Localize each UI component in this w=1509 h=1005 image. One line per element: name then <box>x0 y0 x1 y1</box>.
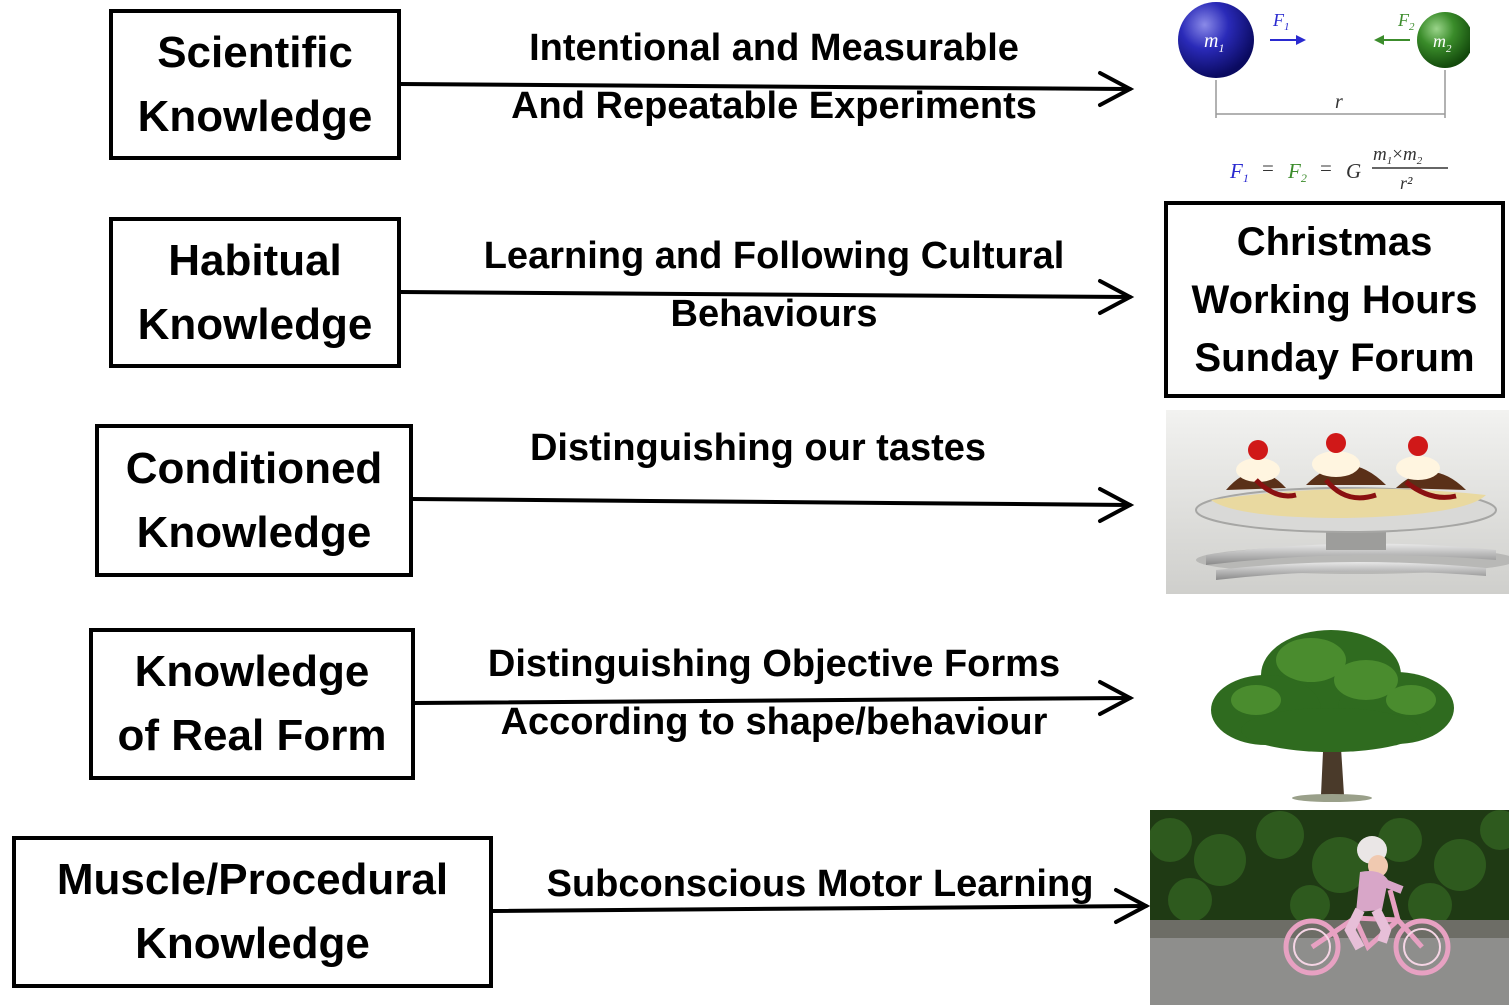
box-line: Knowledge <box>137 91 373 141</box>
label-habitual: Learning and Following Cultural Behaviou… <box>424 227 1124 343</box>
tree-image <box>1196 620 1468 802</box>
cultural-example-christmas: Christmas <box>1236 219 1433 264</box>
svg-text:G: G <box>1346 159 1361 183</box>
arrow-conditioned <box>410 497 1132 507</box>
svg-text:m1×m2: m1×m2 <box>1373 144 1423 167</box>
box-line: Knowledge <box>136 507 372 557</box>
svg-text:F2: F2 <box>1287 159 1307 185</box>
box-line: Muscle/Procedural <box>56 855 449 904</box>
svg-text:r²: r² <box>1400 173 1413 193</box>
label-line: Intentional and Measurable <box>529 27 1019 69</box>
box-muscle-procedural-knowledge: Muscle/Procedural Knowledge <box>12 836 493 988</box>
gravity-diagram: m1 m2 F1 F2 r F1 = F2 = G m1×m2 r² <box>1178 2 1470 193</box>
force-2-label: F2 <box>1397 10 1415 33</box>
banana-split-image <box>1166 410 1509 594</box>
arrowhead-real-form <box>1098 680 1135 716</box>
cultural-example-sunday-forum: Sunday Forum <box>1194 335 1475 380</box>
box-line: Scientific <box>157 27 353 77</box>
force-1-arrowhead <box>1296 35 1306 45</box>
arrowhead-conditioned <box>1098 487 1135 523</box>
box-line: Knowledge <box>134 647 370 696</box>
svg-text:=: = <box>1262 156 1274 180</box>
label-line: And Repeatable Experiments <box>511 85 1037 127</box>
distance-r-label: r <box>1335 91 1343 113</box>
label-scientific: Intentional and Measurable And Repeatabl… <box>424 19 1124 135</box>
cultural-example-working-hours: Working Hours <box>1191 277 1478 322</box>
label-line: Behaviours <box>670 293 878 335</box>
label-line: Subconscious Motor Learning <box>546 863 1094 905</box>
box-habitual-knowledge: Habitual Knowledge <box>109 217 401 368</box>
cultural-examples-box: Christmas Working Hours Sunday Forum <box>1164 201 1505 398</box>
arrow-habitual <box>398 290 1132 299</box>
label-line: Learning and Following Cultural <box>483 235 1065 277</box>
arrowhead-scientific <box>1098 71 1135 107</box>
mass-2-label: m2 <box>1433 31 1452 55</box>
mass-1-label: m1 <box>1204 30 1224 55</box>
box-line: Knowledge <box>137 299 373 349</box>
label-line: Distinguishing our tastes <box>529 427 987 469</box>
child-bicycle-image <box>1150 810 1509 1005</box>
force-2-arrowhead <box>1374 35 1384 45</box>
box-line: Conditioned <box>125 443 383 493</box>
svg-text:=: = <box>1320 156 1332 180</box>
gravity-formula: F1 = F2 = G m1×m2 r² <box>1229 144 1448 193</box>
mass-2-sphere <box>1417 12 1470 68</box>
mass-1-sphere <box>1178 2 1254 78</box>
box-conditioned-knowledge: Conditioned Knowledge <box>95 424 413 577</box>
label-line: According to shape/behaviour <box>500 701 1048 743</box>
svg-text:F1: F1 <box>1229 159 1249 185</box>
box-scientific-knowledge: Scientific Knowledge <box>109 9 401 160</box>
arrowhead-muscle <box>1114 888 1151 924</box>
arrow-real-form <box>412 696 1132 705</box>
label-real-form: Distinguishing Objective Forms According… <box>424 635 1124 751</box>
force-1-label: F1 <box>1272 10 1290 33</box>
arrow-muscle <box>490 904 1148 913</box>
label-conditioned: Distinguishing our tastes <box>408 419 1108 477</box>
box-line: Knowledge <box>135 919 370 968</box>
box-line: Habitual <box>168 235 342 285</box>
box-line: of Real Form <box>117 711 387 760</box>
box-knowledge-of-real-form: Knowledge of Real Form <box>89 628 415 780</box>
label-line: Distinguishing Objective Forms <box>487 643 1061 685</box>
label-muscle: Subconscious Motor Learning <box>470 855 1170 913</box>
arrow-scientific <box>398 82 1132 91</box>
arrowhead-habitual <box>1098 279 1135 315</box>
